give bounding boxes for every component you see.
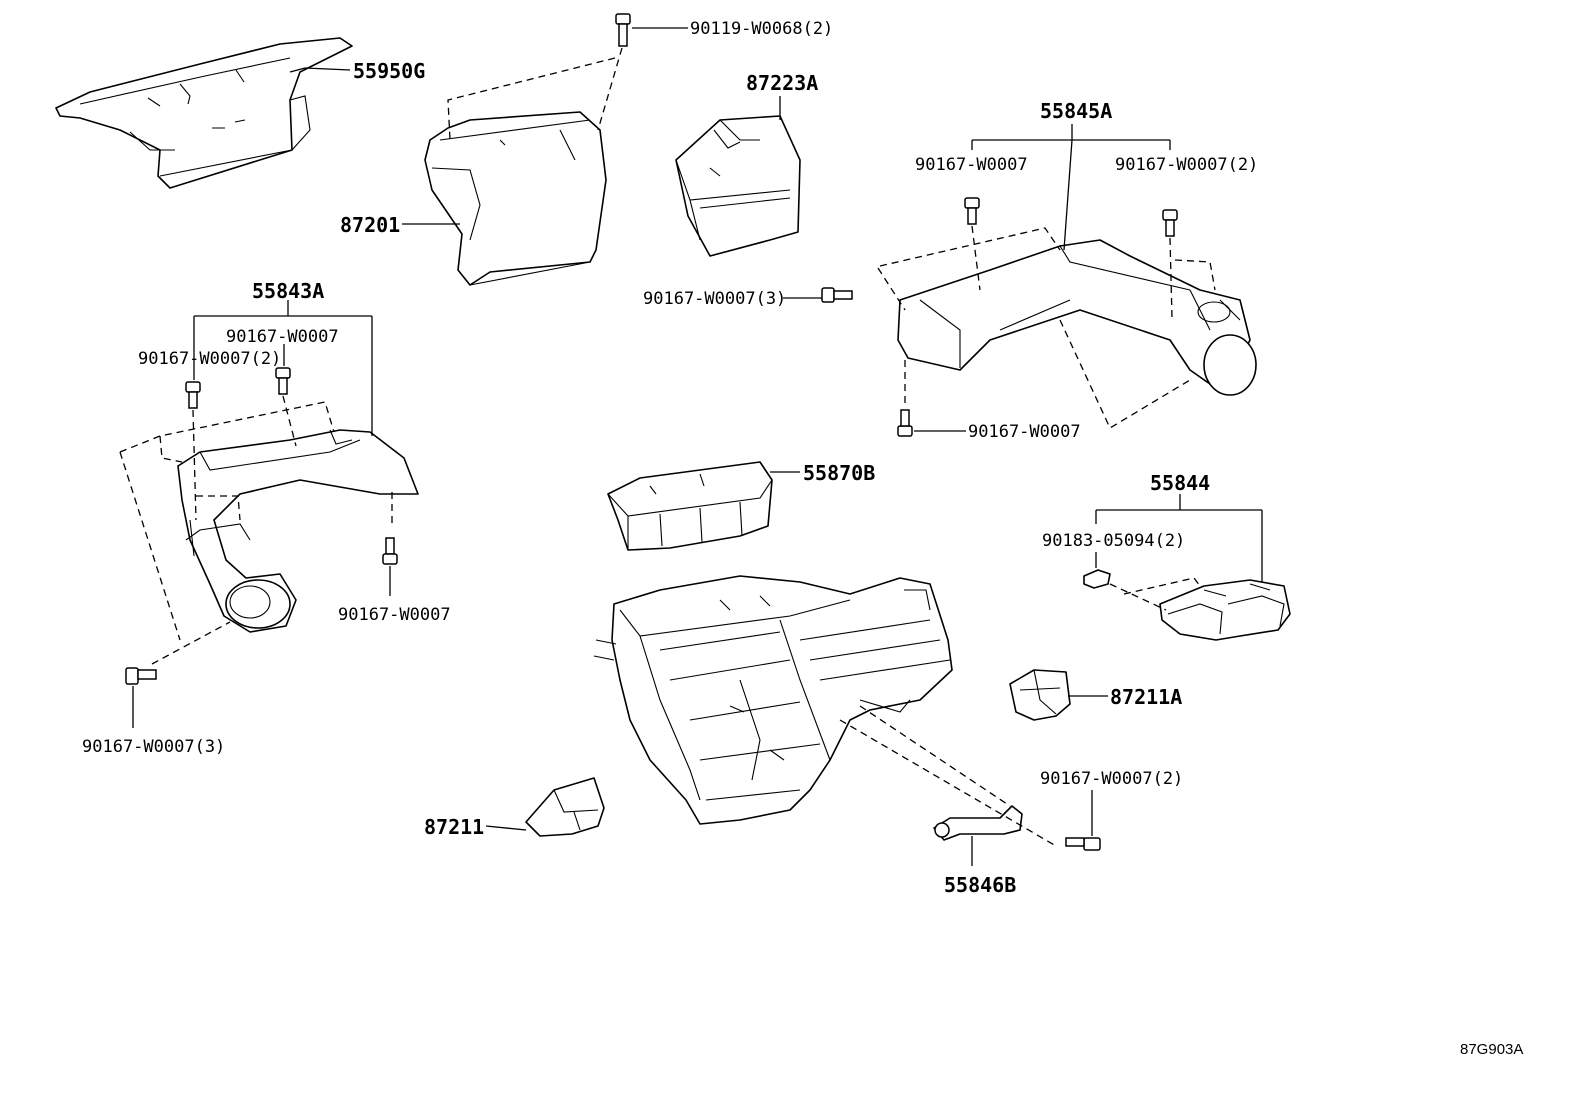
bolt-90167-d[interactable] xyxy=(897,409,913,437)
part-55843a-duct[interactable] xyxy=(177,429,419,633)
part-87211-foot-duct[interactable] xyxy=(525,777,605,837)
part-87211a-duct[interactable] xyxy=(1009,669,1071,721)
part-heater-unit-assembly[interactable] xyxy=(593,575,953,825)
leader-55950g xyxy=(289,67,351,73)
label-90167-w0007-f[interactable]: 90167-W0007(2) xyxy=(138,349,281,369)
dash-87201-bolts xyxy=(447,47,623,141)
part-55870b-filter[interactable] xyxy=(607,461,773,551)
dash-55845a xyxy=(877,225,1216,429)
label-90167-w0007-h[interactable]: 90167-W0007(3) xyxy=(82,737,225,757)
label-90167-w0007-e[interactable]: 90167-W0007 xyxy=(226,327,339,347)
dash-55846b xyxy=(839,705,1057,847)
label-87201[interactable]: 87201 xyxy=(340,213,400,237)
label-55846b[interactable]: 55846B xyxy=(944,873,1016,897)
dash-90167-h xyxy=(151,621,231,665)
label-55843a[interactable]: 55843A xyxy=(252,279,324,303)
bracket-55843a xyxy=(193,300,373,436)
label-87211[interactable]: 87211 xyxy=(424,815,484,839)
label-90167-w0007-b[interactable]: 90167-W0007(2) xyxy=(1115,155,1258,175)
dash-55844 xyxy=(1109,577,1201,611)
label-55950g[interactable]: 55950G xyxy=(353,59,425,83)
label-90167-w0007-g[interactable]: 90167-W0007 xyxy=(338,605,451,625)
part-55950g-defroster-nozzle[interactable] xyxy=(55,37,353,189)
bolt-90167-c[interactable] xyxy=(821,287,853,303)
label-55844[interactable]: 55844 xyxy=(1150,471,1210,495)
label-90119-w0068[interactable]: 90119-W0068(2) xyxy=(690,19,833,39)
part-55845a-duct[interactable] xyxy=(897,239,1257,396)
bolt-90167-g[interactable] xyxy=(382,537,398,565)
label-55845a[interactable]: 55845A xyxy=(1040,99,1112,123)
dash-55843a xyxy=(119,395,393,641)
bolt-90119-w0068[interactable] xyxy=(615,13,631,47)
figure-reference-code: 87G903A xyxy=(1460,1041,1523,1058)
label-90167-w0007-a[interactable]: 90167-W0007 xyxy=(915,155,1028,175)
bolt-90167-b[interactable] xyxy=(1162,209,1178,237)
part-55846b-hose[interactable] xyxy=(933,805,1023,841)
part-87201-duct[interactable] xyxy=(424,111,607,286)
bolt-90167-f[interactable] xyxy=(185,381,201,409)
bracket-55845a xyxy=(971,124,1171,251)
bolt-90167-a[interactable] xyxy=(964,197,980,225)
part-55844-vent[interactable] xyxy=(1159,579,1291,641)
label-90167-w0007-d[interactable]: 90167-W0007 xyxy=(968,422,1081,442)
bolt-90167-h[interactable] xyxy=(125,667,157,685)
clip-90183-05094[interactable] xyxy=(1083,569,1111,589)
bolt-90167-i[interactable] xyxy=(1065,837,1101,851)
label-87211a[interactable]: 87211A xyxy=(1110,685,1182,709)
bolt-90167-e[interactable] xyxy=(275,367,291,395)
label-90167-w0007-c[interactable]: 90167-W0007(3) xyxy=(643,289,786,309)
part-87223a-cover[interactable] xyxy=(675,115,801,257)
label-87223a[interactable]: 87223A xyxy=(746,71,818,95)
label-55870b[interactable]: 55870B xyxy=(803,461,875,485)
label-90167-w0007-i[interactable]: 90167-W0007(2) xyxy=(1040,769,1183,789)
leader-87211 xyxy=(485,825,527,831)
label-90183-05094[interactable]: 90183-05094(2) xyxy=(1042,531,1185,551)
bracket-55844 xyxy=(1095,494,1263,582)
